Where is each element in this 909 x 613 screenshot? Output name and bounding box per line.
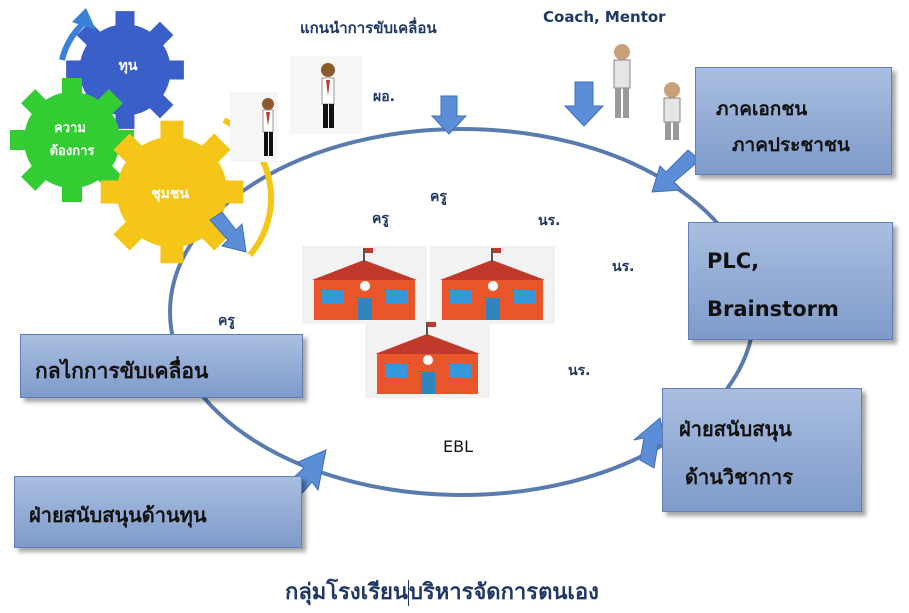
student-label-3: นร. [568,363,591,379]
teacher-label-3: ครู [218,313,235,329]
capital-gear-arrowhead-icon [72,8,96,30]
academic-support-line1: ฝ่ายสนับสนุน [679,417,792,441]
arrow-academic-icon [633,417,667,469]
academic-support-box: ฝ่ายสนับสนุน ด้านวิชาการ [662,388,862,512]
footer-title-right: บริหารจัดการตนเอง [408,580,599,605]
funding-support-box: ฝ่ายสนับสนุนด้านทุน [14,476,302,548]
mechanism-text: กลไกการขับเคลื่อน [35,359,209,383]
academic-support-line2: ด้านวิชาการ [685,465,794,489]
gear-label-need-1: ความ [54,121,86,136]
top-leaders-label: แกนนำการขับเคลื่อน [300,19,437,37]
director-figure-icon [321,63,335,128]
teacher-label-1: ครู [372,211,389,227]
text-cursor [407,580,409,606]
coach-figures-icon [613,44,681,140]
coach-mentor-label: Coach, Mentor [543,8,666,26]
gear-label-need-2: ต้องการ [50,143,95,159]
gear-group: ทุน ความ ต้องการ ชุมชน [10,8,275,264]
school-3 [365,320,490,398]
ebl-label: EBL [443,437,473,456]
director-figure-card [290,56,362,134]
funding-support-text: ฝ่ายสนับสนุนด้านทุน [29,503,207,527]
school-2 [430,246,555,324]
down-arrow-coach-icon [563,81,605,127]
down-arrow-top-icon [430,95,468,135]
school-icon [440,248,545,320]
plc-line2: Brainstorm [707,297,839,321]
footer-title: กลุ่มโรงเรียนบริหารจัดการตนเอง [285,574,599,609]
mechanism-box: กลไกการขับเคลื่อน [20,334,303,398]
teacher-figure-icon [262,98,274,156]
arrow-community-icon [209,211,247,253]
arrow-private-icon [651,149,701,193]
student-label-1: นร. [538,213,561,229]
student-label-2: นร. [612,259,635,275]
school-1 [302,246,427,324]
director-label: ผอ. [373,89,395,105]
teacher-label-2: ครู [430,189,447,205]
gear-label-capital: ทุน [119,58,138,74]
school-icon [375,322,480,394]
plc-box: PLC, Brainstorm [688,222,893,340]
school-icon [312,248,417,320]
private-sector-box: ภาคเอกชน ภาคประชาชน [695,67,892,175]
private-sector-line2: ภาคประชาชน [732,134,850,156]
teacher-figure-card [230,92,278,162]
footer-title-left: กลุ่มโรงเรียน [285,580,408,605]
plc-line1: PLC, [707,249,760,273]
gear-label-community: ชุมชน [151,186,189,202]
private-sector-line1: ภาคเอกชน [716,98,808,120]
